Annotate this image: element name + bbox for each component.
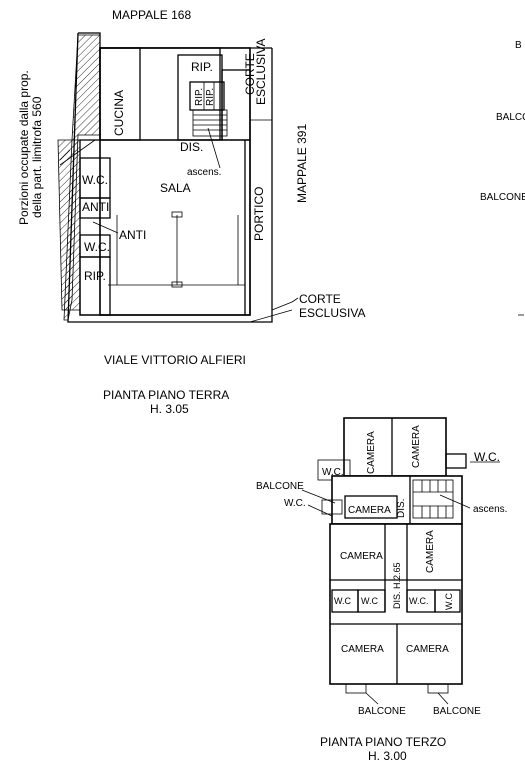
room-label-portico: PORTICO <box>252 187 266 241</box>
room-cucina-walls <box>99 47 141 141</box>
room-label-wc-d: W.C <box>444 593 454 610</box>
room-label-dis-mid: DIS. <box>396 499 407 518</box>
side-note-line-1: Porzioni occupate dalla prop. <box>17 70 31 225</box>
room-label-camera-bottom-right: CAMERA <box>406 644 449 655</box>
room-label-camera-left: CAMERA <box>340 551 383 562</box>
ground-floor-plan <box>57 32 299 323</box>
room-label-rip-b: RIP. <box>205 88 216 106</box>
room-label-camera-bottom-left: CAMERA <box>341 644 384 655</box>
room-label-balcone-left: BALCONE <box>256 481 304 492</box>
room-label-balcone-bottom-right: BALCONE <box>433 706 481 717</box>
corte-top-line-2: ESCLUSIVA <box>254 39 268 105</box>
third-floor-plan <box>301 417 500 705</box>
third-floor-title: PIANTA PIANO TERZO <box>320 735 446 749</box>
corte-top-line-1: CORTE <box>243 53 257 95</box>
room-label-wc-2: W.C. <box>84 240 110 254</box>
room-label-wc-left: W.C. <box>284 498 306 509</box>
edge-fragment-balcone: BALCONE <box>480 192 525 203</box>
room-label-cucina: CUCINA <box>112 90 126 136</box>
edge-fragment-b: B <box>515 40 522 51</box>
room-label-camera-mid: CAMERA <box>348 505 391 516</box>
parcel-top-label: MAPPALE 168 <box>112 8 191 22</box>
ground-outer-top <box>78 32 272 49</box>
parcel-right-label: MAPPALE 391 <box>295 124 309 203</box>
room-label-wc-1: W.C. <box>82 173 108 187</box>
ground-floor-height: H. 3.05 <box>150 402 189 416</box>
room-label-wc-outside: W.C. <box>474 450 500 464</box>
room-label-rip-bottom: RIP. <box>84 269 106 283</box>
corte-bottom-line-1: CORTE <box>299 292 341 306</box>
side-note-line-2: della part. limitrofa 560 <box>30 96 44 218</box>
room-label-ascens: ascens. <box>187 167 221 178</box>
room-label-ascens-third: ascens. <box>473 504 507 515</box>
hatched-portion-lower <box>57 139 81 311</box>
room-label-anti-1: ANTI <box>82 200 109 214</box>
third-top-block <box>343 417 447 477</box>
ground-floor-title: PIANTA PIANO TERRA <box>103 388 229 402</box>
room-label-camera-top-left: CAMERA <box>366 431 377 474</box>
street-label: VIALE VITTORIO ALFIERI <box>104 353 246 367</box>
room-label-wc-top: W.C. <box>322 467 344 478</box>
room-label-sala: SALA <box>160 181 191 195</box>
room-label-camera-top-right: CAMERA <box>411 425 422 468</box>
third-lower-block <box>329 523 463 685</box>
edge-fragment-balco: BALCO <box>496 112 525 123</box>
room-label-rip-top: RIP. <box>191 60 213 74</box>
room-label-rip-a: RIP. <box>194 88 205 106</box>
room-label-balcone-bottom-left: BALCONE <box>358 706 406 717</box>
corte-bottom-line-2: ESCLUSIVA <box>299 306 365 320</box>
third-floor-height: H. 3.00 <box>368 749 407 763</box>
ground-envelope <box>99 47 251 316</box>
room-label-wc-a: W.C <box>334 596 351 606</box>
room-label-wc-c: W.C. <box>409 596 429 606</box>
third-stair <box>412 479 454 519</box>
room-label-camera-right-vert: CAMERA <box>425 530 436 573</box>
room-label-dis: DIS. <box>180 140 203 154</box>
room-label-wc-b: W.C <box>361 596 378 606</box>
room-label-dis-h: DIS. H.2.65 <box>392 562 402 609</box>
room-label-anti-2: ANTI <box>119 228 146 242</box>
